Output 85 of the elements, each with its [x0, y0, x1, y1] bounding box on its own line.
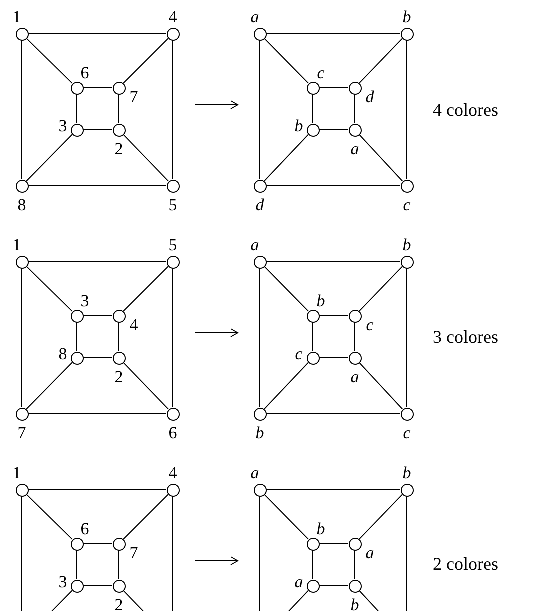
vertex-label: a	[350, 140, 360, 158]
vertex-label: 7	[130, 88, 138, 106]
graph-edge	[26, 494, 73, 540]
vertex-label: 1	[12, 8, 22, 26]
color-count-label: 3 colores	[433, 328, 498, 346]
vertex-label: d	[366, 88, 374, 106]
vertex-label: 5	[168, 196, 178, 214]
vertex-label: 6	[80, 64, 90, 82]
graph-edge	[123, 134, 169, 182]
vertex-label: c	[295, 346, 303, 362]
graph-edge	[172, 496, 174, 611]
vertex-label: 5	[168, 236, 178, 254]
vertex-label: c	[317, 64, 325, 82]
graph-edge	[123, 266, 169, 312]
vertex-label: 8	[18, 196, 26, 214]
vertex-label: c	[403, 196, 411, 214]
graph-edge	[264, 38, 309, 84]
vertex-label: 3	[80, 292, 90, 310]
graph-edge	[406, 40, 408, 180]
vertex-label: a	[294, 574, 304, 590]
graph-edge	[264, 494, 309, 540]
graph-edge	[354, 94, 356, 124]
graph-edge	[358, 362, 404, 410]
graph-edge	[358, 134, 404, 182]
graph-edge	[359, 266, 403, 312]
vertex-label: a	[250, 236, 260, 254]
vertex-label: 7	[130, 544, 138, 562]
vertex-label: 2	[114, 140, 124, 158]
vertex-label: c	[403, 424, 411, 442]
graph-edge	[76, 94, 78, 124]
vertex-label: 7	[18, 424, 26, 442]
graph-edge	[123, 494, 169, 540]
vertex-label: 1	[12, 236, 22, 254]
graph-edge	[354, 322, 356, 352]
graph-edge	[264, 134, 310, 182]
vertex-label: b	[294, 118, 304, 134]
graph-edge	[312, 550, 314, 580]
vertex-label: b	[350, 596, 360, 611]
graph-edge	[264, 266, 309, 312]
graph-edge	[264, 362, 310, 410]
graph-edge	[312, 94, 314, 124]
graph-edge	[26, 362, 73, 410]
graph-edge	[406, 496, 408, 611]
vertex-label: a	[350, 368, 360, 386]
graph-edge	[26, 134, 73, 182]
vertex-label: 8	[58, 346, 68, 362]
color-count-label: 4 colores	[433, 101, 498, 119]
vertex-label: b	[316, 520, 326, 538]
vertex-label: 1	[12, 464, 22, 482]
graph-edge	[359, 494, 403, 540]
vertex-label: a	[250, 8, 260, 26]
vertex-label: b	[316, 292, 326, 310]
vertex-label: b	[402, 236, 412, 254]
vertex-label: 4	[130, 316, 138, 334]
graph-edge	[76, 322, 78, 352]
graph-edge	[118, 550, 120, 580]
graph-edge	[406, 268, 408, 408]
vertex-label: b	[402, 8, 412, 26]
vertex-label: 3	[58, 574, 68, 590]
graph-edge	[359, 38, 403, 84]
vertex-label: 2	[114, 368, 124, 386]
graph-edge	[118, 94, 120, 124]
vertex-label: b	[256, 424, 264, 442]
vertex-label: 2	[114, 596, 124, 611]
graph-edge	[76, 550, 78, 580]
vertex-label: d	[256, 196, 264, 214]
graph-edge	[172, 268, 174, 408]
vertex-label: 6	[80, 520, 90, 538]
graph-edge	[123, 362, 169, 410]
vertex-label: c	[366, 316, 374, 334]
graph-edge	[312, 322, 314, 352]
graph-edge	[26, 266, 73, 312]
vertex-label: a	[250, 464, 260, 482]
graph-edge	[123, 38, 169, 84]
vertex-label: b	[402, 464, 412, 482]
graph-edge	[172, 40, 174, 180]
color-count-label: 2 colores	[433, 555, 498, 573]
graph-edge	[354, 550, 356, 580]
graph-edge	[118, 322, 120, 352]
graph-edge	[26, 38, 73, 84]
vertex-label: 3	[58, 118, 68, 134]
vertex-label: 4	[168, 464, 178, 482]
vertex-label: 4	[168, 8, 178, 26]
vertex-label: 6	[168, 424, 178, 442]
vertex-label: a	[366, 544, 374, 562]
